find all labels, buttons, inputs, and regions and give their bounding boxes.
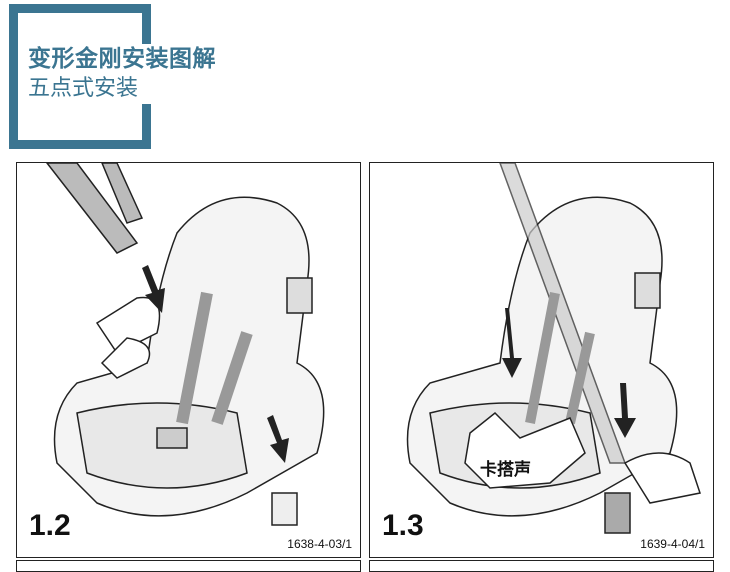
illustration-panel-1-3: 卡搭声 1.3 1639-4-04/1 (369, 162, 714, 558)
click-sound-callout: 卡搭声 (480, 460, 531, 480)
figure-code: 1639-4-04/1 (640, 537, 705, 551)
page-title: 变形金刚安装图解 (28, 46, 216, 72)
next-panel-right (369, 560, 714, 572)
page-subtitle: 五点式安装 (28, 76, 139, 101)
illustration-panel-1-2: 1.2 1638-4-03/1 (16, 162, 361, 558)
header: 变形金刚安装图解 五点式安装 (28, 44, 220, 104)
figure-code: 1638-4-03/1 (287, 537, 352, 551)
next-panel-left (16, 560, 361, 572)
car-seat-illustration (406, 163, 701, 534)
car-seat-illustration (46, 163, 325, 526)
step-number: 1.3 (382, 509, 424, 542)
step-number: 1.2 (29, 509, 71, 542)
